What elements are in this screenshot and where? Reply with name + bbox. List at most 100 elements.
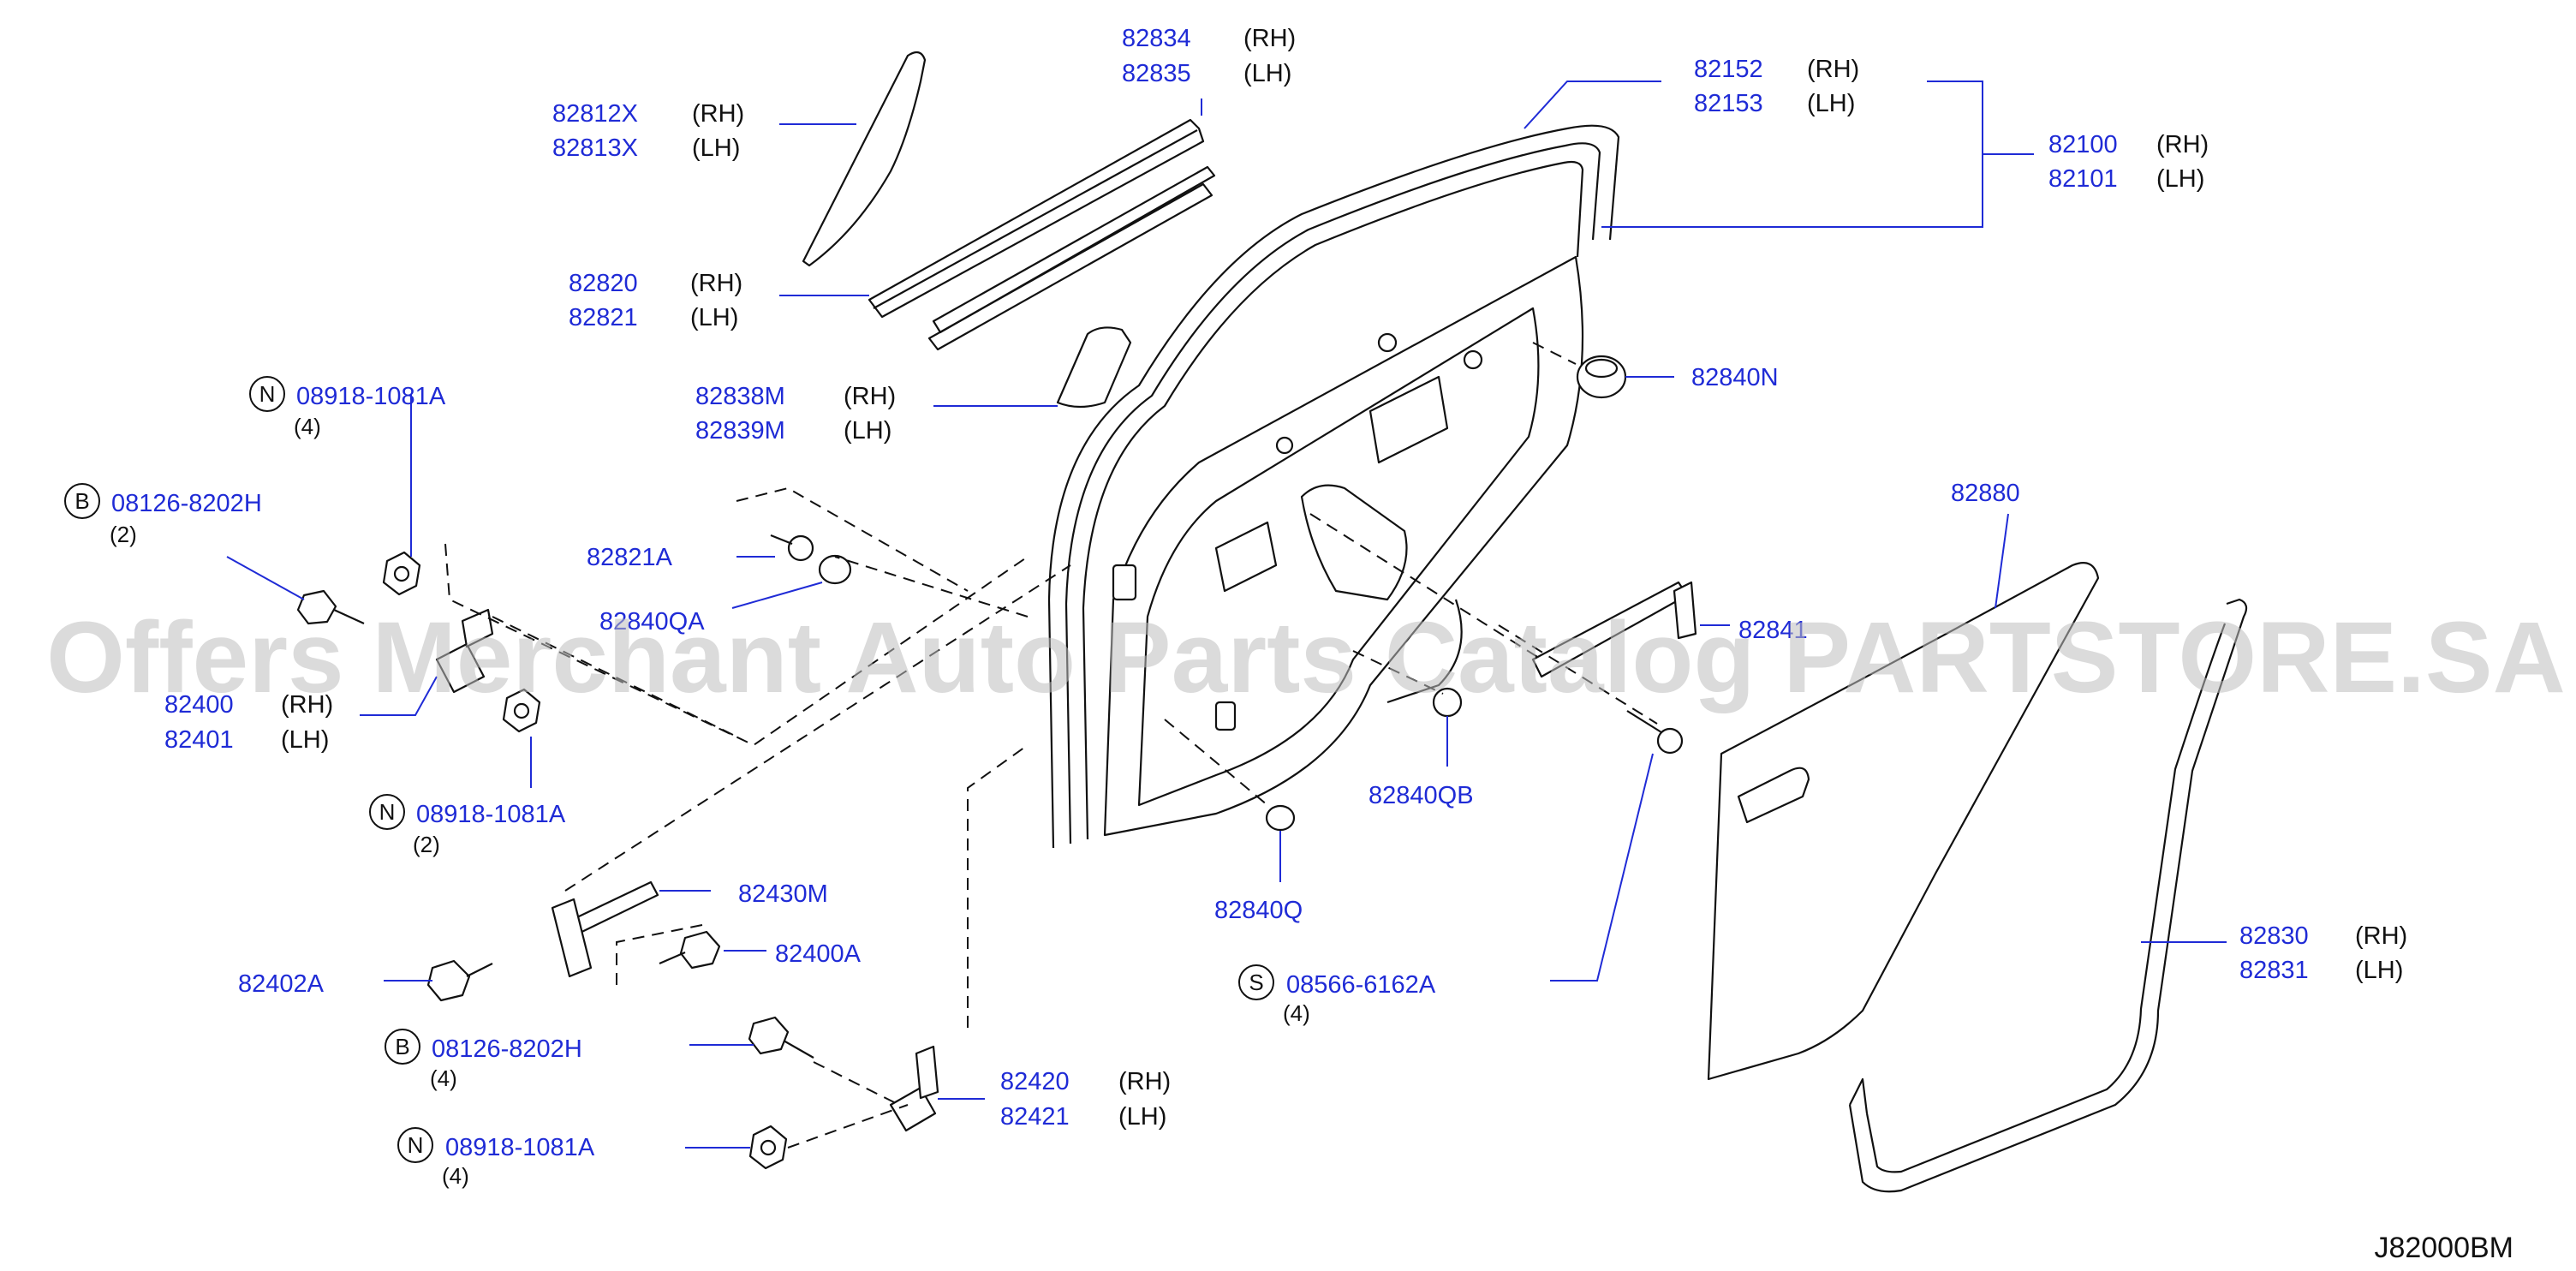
- callout-82152[interactable]: 82152 (RH) 82153 (LH): [1694, 56, 1859, 117]
- symbol-circle: [397, 1127, 433, 1163]
- part-number[interactable]: 82820: [569, 270, 638, 297]
- fastener-symbol: N: [259, 381, 276, 407]
- part-number[interactable]: 82153: [1694, 90, 1763, 117]
- fastener-symbol: B: [395, 1034, 409, 1059]
- callout-82100[interactable]: 82100 (RH) 82101 (LH): [2048, 131, 2209, 193]
- symbol-circle: [249, 376, 285, 412]
- part-number[interactable]: 82400: [164, 691, 234, 719]
- part-number[interactable]: 08918-1081A: [296, 383, 446, 410]
- part-number[interactable]: 82831: [2239, 957, 2309, 984]
- fastener-n-08918-mid[interactable]: N 08918-1081A (2): [369, 794, 566, 857]
- plug-82840q: [1265, 804, 1296, 832]
- part-number[interactable]: 82401: [164, 726, 234, 754]
- callout-82821a[interactable]: 82821A: [587, 544, 673, 571]
- side-label: (RH): [1807, 56, 1859, 83]
- quantity: (4): [294, 414, 321, 439]
- callout-82820[interactable]: 82820 (RH) 82821 (LH): [569, 270, 742, 331]
- callout-82430m[interactable]: 82430M: [738, 880, 828, 908]
- callout-82830[interactable]: 82830 (RH) 82831 (LH): [2239, 922, 2407, 984]
- part-number[interactable]: 82835: [1122, 60, 1191, 87]
- hinge-pin-82430m: [551, 880, 659, 978]
- callout-82840qb[interactable]: 82840QB: [1368, 782, 1474, 809]
- fastener-s-08566[interactable]: S 08566-6162A (4): [1238, 964, 1436, 1026]
- drawing-code: J82000BM: [2374, 1232, 2513, 1264]
- part-number[interactable]: 82838M: [695, 383, 785, 410]
- callout-82400a[interactable]: 82400A: [775, 940, 862, 968]
- door-inner-panel: [1103, 255, 1584, 837]
- side-label: (LH): [690, 304, 738, 331]
- plug-82840qa: [818, 554, 852, 585]
- callout-82838m[interactable]: 82838M (RH) 82839M (LH): [695, 383, 896, 445]
- callout-82840q[interactable]: 82840Q: [1214, 897, 1303, 924]
- side-label: (LH): [1807, 90, 1855, 117]
- sash-trim-piece: [802, 51, 927, 267]
- door-sash-frame: [1047, 124, 1620, 849]
- side-label: (LH): [692, 134, 740, 162]
- side-label: (RH): [2355, 922, 2407, 950]
- side-label: (LH): [1118, 1103, 1166, 1131]
- symbol-circle: [385, 1029, 420, 1065]
- bolt-82400a: [659, 930, 721, 970]
- part-number[interactable]: 82821: [569, 304, 638, 331]
- bolt-08566: [1626, 710, 1684, 755]
- fastener-b-08126-top[interactable]: B 08126-8202H (2): [64, 483, 262, 547]
- callout-82402a[interactable]: 82402A: [238, 970, 325, 998]
- side-label: (RH): [690, 270, 742, 297]
- nut-lower-08918: [748, 1125, 788, 1170]
- callout-82840qa[interactable]: 82840QA: [599, 608, 705, 636]
- symbol-circle: [1238, 964, 1274, 1000]
- grommet-82840n: [1576, 355, 1627, 399]
- part-number[interactable]: 08918-1081A: [445, 1134, 595, 1161]
- watermark-text: Offers Merchant Auto Parts Catalog PARTS…: [46, 601, 2566, 714]
- quantity: (4): [430, 1065, 457, 1091]
- part-number[interactable]: 82830: [2239, 922, 2309, 950]
- symbol-circle: [64, 483, 100, 519]
- callout-82880[interactable]: 82880: [1951, 480, 2020, 507]
- callout-82840n[interactable]: 82840N: [1691, 364, 1779, 391]
- side-label: (LH): [844, 417, 891, 445]
- inner-weatherstrip: [932, 165, 1216, 334]
- callout-82400[interactable]: 82400 (RH) 82401 (LH): [164, 691, 333, 754]
- side-label: (RH): [2156, 131, 2209, 158]
- callout-82834[interactable]: 82834 (RH) 82835 (LH): [1122, 25, 1296, 87]
- bolt-82821a: [770, 534, 814, 562]
- side-label: (LH): [1243, 60, 1291, 87]
- part-number[interactable]: 08126-8202H: [111, 490, 262, 517]
- callout-82841[interactable]: 82841: [1738, 617, 1808, 644]
- quantity: (2): [413, 832, 440, 857]
- side-label: (RH): [281, 691, 333, 719]
- part-number[interactable]: 82152: [1694, 56, 1763, 83]
- symbol-circle: [369, 794, 405, 830]
- part-number[interactable]: 82421: [1000, 1103, 1070, 1131]
- part-number[interactable]: 82101: [2048, 165, 2118, 193]
- part-number[interactable]: 82420: [1000, 1068, 1070, 1095]
- fastener-n-08918-top[interactable]: N 08918-1081A (4): [249, 376, 446, 439]
- part-number[interactable]: 08566-6162A: [1286, 971, 1436, 999]
- quantity: (2): [110, 522, 137, 547]
- part-number[interactable]: 82834: [1122, 25, 1191, 52]
- part-number[interactable]: 82813X: [552, 134, 638, 162]
- fastener-symbol: N: [408, 1132, 424, 1158]
- side-label: (RH): [1243, 25, 1296, 52]
- fastener-n-08918-bottom[interactable]: N 08918-1081A (4): [397, 1127, 595, 1189]
- fastener-symbol: B: [75, 488, 89, 514]
- hinge-lower-82420: [889, 1045, 939, 1132]
- callout-82420[interactable]: 82420 (RH) 82421 (LH): [1000, 1068, 1171, 1131]
- fastener-b-08126-bottom[interactable]: B 08126-8202H (4): [385, 1029, 582, 1091]
- quantity: (4): [1283, 1000, 1310, 1026]
- nut-upper-2: [502, 688, 541, 733]
- door-check-link: [1531, 581, 1697, 678]
- side-label: (LH): [281, 726, 329, 754]
- callout-82812x[interactable]: 82812X (RH) 82813X (LH): [552, 100, 744, 162]
- part-number[interactable]: 82839M: [695, 417, 785, 445]
- fastener-symbol: S: [1249, 970, 1263, 995]
- side-label: (LH): [2355, 957, 2403, 984]
- part-number[interactable]: 08126-8202H: [432, 1035, 582, 1063]
- corner-seal: [1056, 326, 1132, 409]
- part-number[interactable]: 82812X: [552, 100, 638, 128]
- side-label: (RH): [844, 383, 896, 410]
- part-number[interactable]: 08918-1081A: [416, 801, 566, 828]
- bolt-lower-08126: [748, 1016, 814, 1059]
- part-number[interactable]: 82100: [2048, 131, 2118, 158]
